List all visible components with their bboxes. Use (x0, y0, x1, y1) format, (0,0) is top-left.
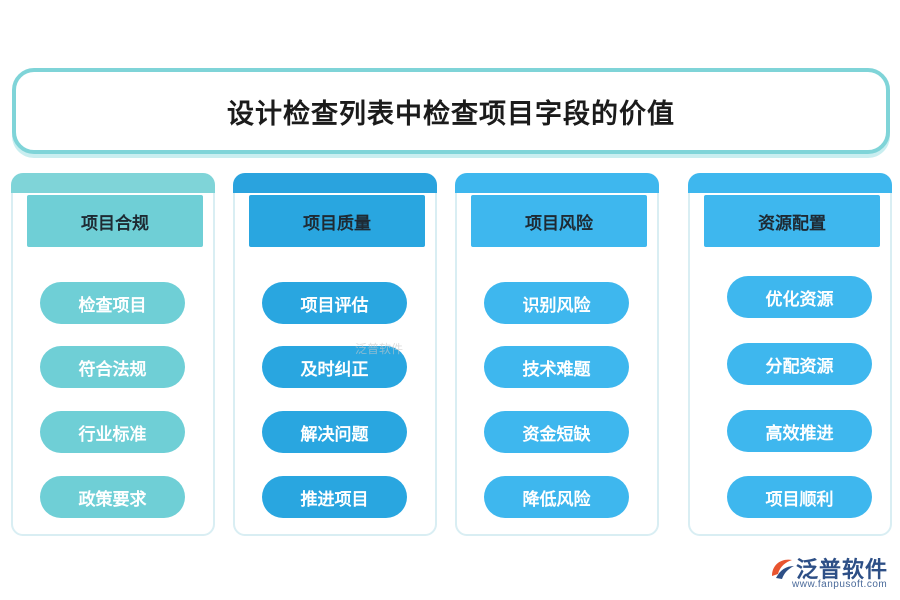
column-top-bar (688, 173, 892, 193)
item-pill: 资金短缺 (484, 411, 629, 453)
brand-logo: 泛普软件 www.fanpusoft.com (768, 552, 892, 596)
column-header: 项目质量 (247, 193, 427, 249)
column-resource-allocation: 资源配置 优化资源 分配资源 高效推进 项目顺利 (688, 173, 892, 536)
item-pill: 技术难题 (484, 346, 629, 388)
column-header: 项目风险 (469, 193, 649, 249)
item-pill: 识别风险 (484, 282, 629, 324)
item-pill: 推进项目 (262, 476, 407, 518)
column-top-bar (11, 173, 215, 193)
logo-url: www.fanpusoft.com (792, 579, 888, 590)
column-header: 项目合规 (25, 193, 205, 249)
item-pill: 解决问题 (262, 411, 407, 453)
column-header: 资源配置 (702, 193, 882, 249)
item-pill: 检查项目 (40, 282, 185, 324)
fanpu-logo-icon (772, 559, 794, 579)
item-pill: 分配资源 (727, 343, 872, 385)
item-pill: 项目顺利 (727, 476, 872, 518)
item-pill: 及时纠正 (262, 346, 407, 388)
column-top-bar (455, 173, 659, 193)
diagram-title: 设计检查列表中检查项目字段的价值 (227, 98, 675, 130)
item-pill: 政策要求 (40, 476, 185, 518)
watermark: 泛普软件 (355, 342, 404, 356)
item-pill: 优化资源 (727, 276, 872, 318)
item-pill: 降低风险 (484, 476, 629, 518)
column-top-bar (233, 173, 437, 193)
item-pill: 项目评估 (262, 282, 407, 324)
column-project-quality: 项目质量 项目评估 及时纠正 解决问题 推进项目 (233, 173, 437, 536)
column-project-risk: 项目风险 识别风险 技术难题 资金短缺 降低风险 (455, 173, 659, 536)
item-pill: 高效推进 (727, 410, 872, 452)
logo-name: 泛普软件 (796, 558, 889, 583)
item-pill: 符合法规 (40, 346, 185, 388)
item-pill: 行业标准 (40, 411, 185, 453)
column-project-compliance: 项目合规 检查项目 符合法规 行业标准 政策要求 (11, 173, 215, 536)
title-box: 设计检查列表中检查项目字段的价值 (12, 68, 890, 154)
